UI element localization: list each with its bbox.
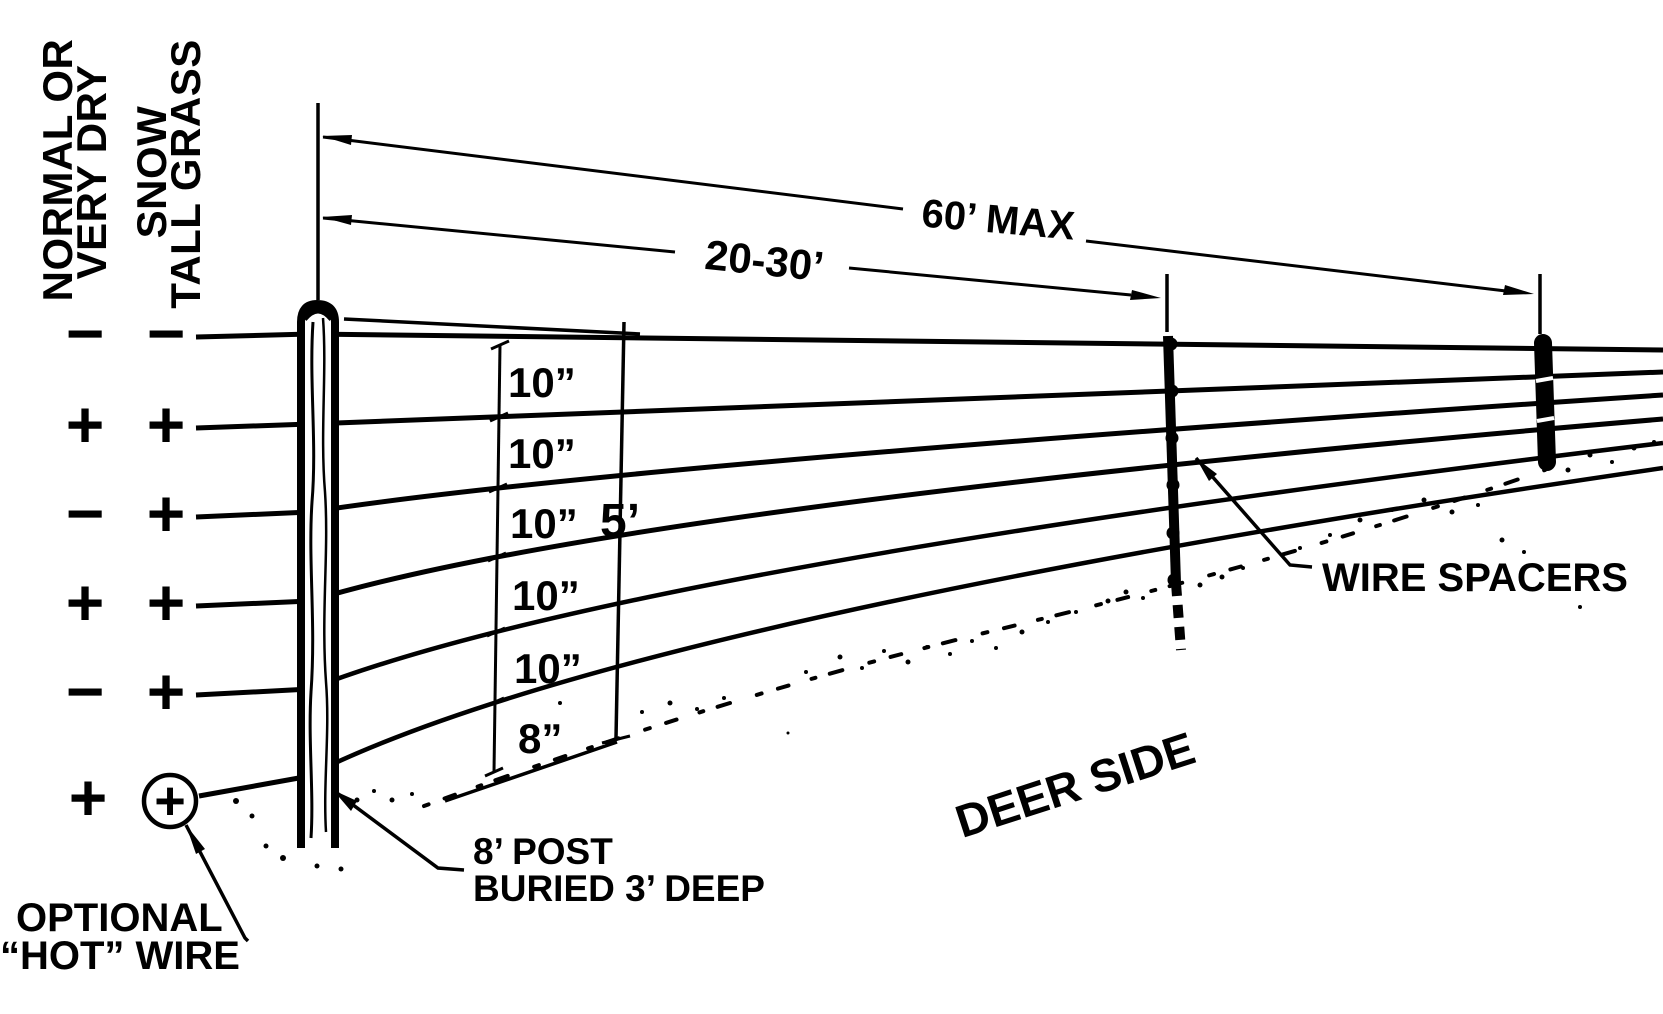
dim-line-60ft-left (322, 135, 904, 211)
height-dim-bottom-tick (601, 734, 631, 745)
dim-label-2030ft: 20-30’ (703, 231, 826, 290)
right-post-notch-2 (1536, 416, 1555, 423)
ground-speckles (233, 440, 1656, 872)
height-dimension: 5’ (343, 317, 641, 745)
wire-gap-ticks (484, 339, 510, 778)
height-dim-line (614, 321, 626, 739)
snow-grass-header-line1: SNOW (128, 106, 175, 239)
wire-spacer-post (1163, 335, 1181, 584)
fence-wire-1 (309, 331, 1663, 353)
wire-gap-label-5: 10” (514, 645, 582, 692)
polarity-normal-row1: − (66, 296, 105, 370)
wire-spacers-arrow (1196, 458, 1217, 481)
hot-wire-leader (184, 824, 250, 943)
dim-arrow-2030ft-right (1130, 290, 1161, 300)
fence-wire-2 (309, 369, 1663, 427)
polarity-snow-row5: + (147, 654, 186, 728)
fence-wire-5 (309, 440, 1663, 692)
fence-wires (195, 331, 1663, 799)
wire-spacer-post-buried (1171, 582, 1186, 651)
fence-wire-3 (309, 392, 1663, 515)
snow-grass-header-line2: TALL GRASS (162, 39, 209, 308)
wire-stub-2 (195, 421, 311, 431)
callouts: WIRE SPACERS DEER SIDE 8’ POST BURIED 3’… (0, 456, 1628, 978)
dim-label-60ft-max: 60’ MAX (920, 191, 1077, 248)
wire-stub-4 (195, 598, 311, 609)
post-depth-arrow (333, 790, 357, 811)
polarity-snow-row2: + (147, 387, 186, 461)
wire-spacers-leader (1194, 456, 1313, 569)
spacer-wire-clips (1164, 337, 1181, 587)
main-post-grain-2 (321, 317, 329, 833)
normal-dry-header-line2: VERY DRY (68, 65, 115, 280)
normal-dry-header-line1: NORMAL OR (34, 39, 81, 302)
dim-line-2030ft-left (322, 216, 676, 254)
polarity-normal-row3: − (66, 476, 105, 550)
post-top-extension-line (343, 317, 641, 336)
right-post-group (1534, 334, 1556, 471)
polarity-snow-row4: + (147, 565, 186, 639)
main-post-grain-1 (308, 321, 316, 839)
wire-stub-1 (195, 331, 311, 340)
dim-arrow-2030ft-left (322, 215, 352, 225)
dim-line-2030ft-right (848, 266, 1132, 297)
polarity-snow-row1: − (147, 296, 186, 370)
column-headers: NORMAL OR VERY DRY SNOW TALL GRASS (34, 39, 209, 309)
post-depth-label-line1: 8’ POST (473, 831, 613, 872)
wire-gap-label-2: 10” (508, 430, 576, 477)
fence-wire-4 (309, 416, 1663, 604)
height-label: 5’ (600, 495, 640, 548)
polarity-table: − − + + − + + + − + + + (66, 296, 199, 834)
dim-line-60ft-right (1085, 239, 1507, 293)
wire-stub-5 (195, 686, 311, 698)
hot-wire-plus: + (154, 771, 186, 831)
top-dimensions: 60’ MAX 20-30’ (316, 103, 1542, 334)
polarity-normal-row6: + (69, 760, 108, 834)
dim-arrow-60ft-right (1503, 285, 1534, 295)
dim-arrow-60ft-left (322, 135, 352, 145)
ground-line-at-post (444, 740, 618, 803)
wire-gap-label-4: 10” (512, 572, 580, 619)
hot-wire-circle (141, 772, 199, 830)
bottom-gap-label: 8” (518, 715, 562, 762)
ground-trail (422, 468, 1547, 808)
main-post-body (297, 299, 339, 848)
wire-stub-6 (198, 773, 311, 799)
polarity-normal-row4: + (66, 565, 105, 639)
hot-wire-arrow (186, 825, 205, 854)
main-post (297, 299, 339, 848)
wire-stub-3 (195, 509, 311, 520)
ground (233, 440, 1656, 872)
wire-gap-label-1: 10” (508, 359, 576, 406)
wire-gap-label-3: 10” (510, 500, 578, 547)
main-post-cap (299, 304, 337, 322)
right-post-notch-1 (1535, 376, 1554, 383)
hot-wire-label-line1: OPTIONAL (16, 896, 223, 940)
polarity-normal-row2: + (66, 387, 105, 461)
hot-wire-label-line2: “HOT” WIRE (0, 934, 240, 978)
wire-spacer-post-group (1163, 335, 1186, 651)
wire-spacers-label: WIRE SPACERS (1322, 556, 1628, 600)
wire-gap-dimensions: 10” 10” 10” 10” 10” 8” (484, 339, 582, 778)
post-depth-leader (331, 788, 465, 872)
polarity-snow-row3: + (147, 476, 186, 550)
deer-side-label: DEER SIDE (949, 722, 1201, 848)
fence-wire-6 (308, 465, 1663, 778)
post-depth-label-line2: BURIED 3’ DEEP (473, 868, 765, 909)
right-post (1534, 334, 1556, 471)
polarity-normal-row5: − (66, 654, 105, 728)
